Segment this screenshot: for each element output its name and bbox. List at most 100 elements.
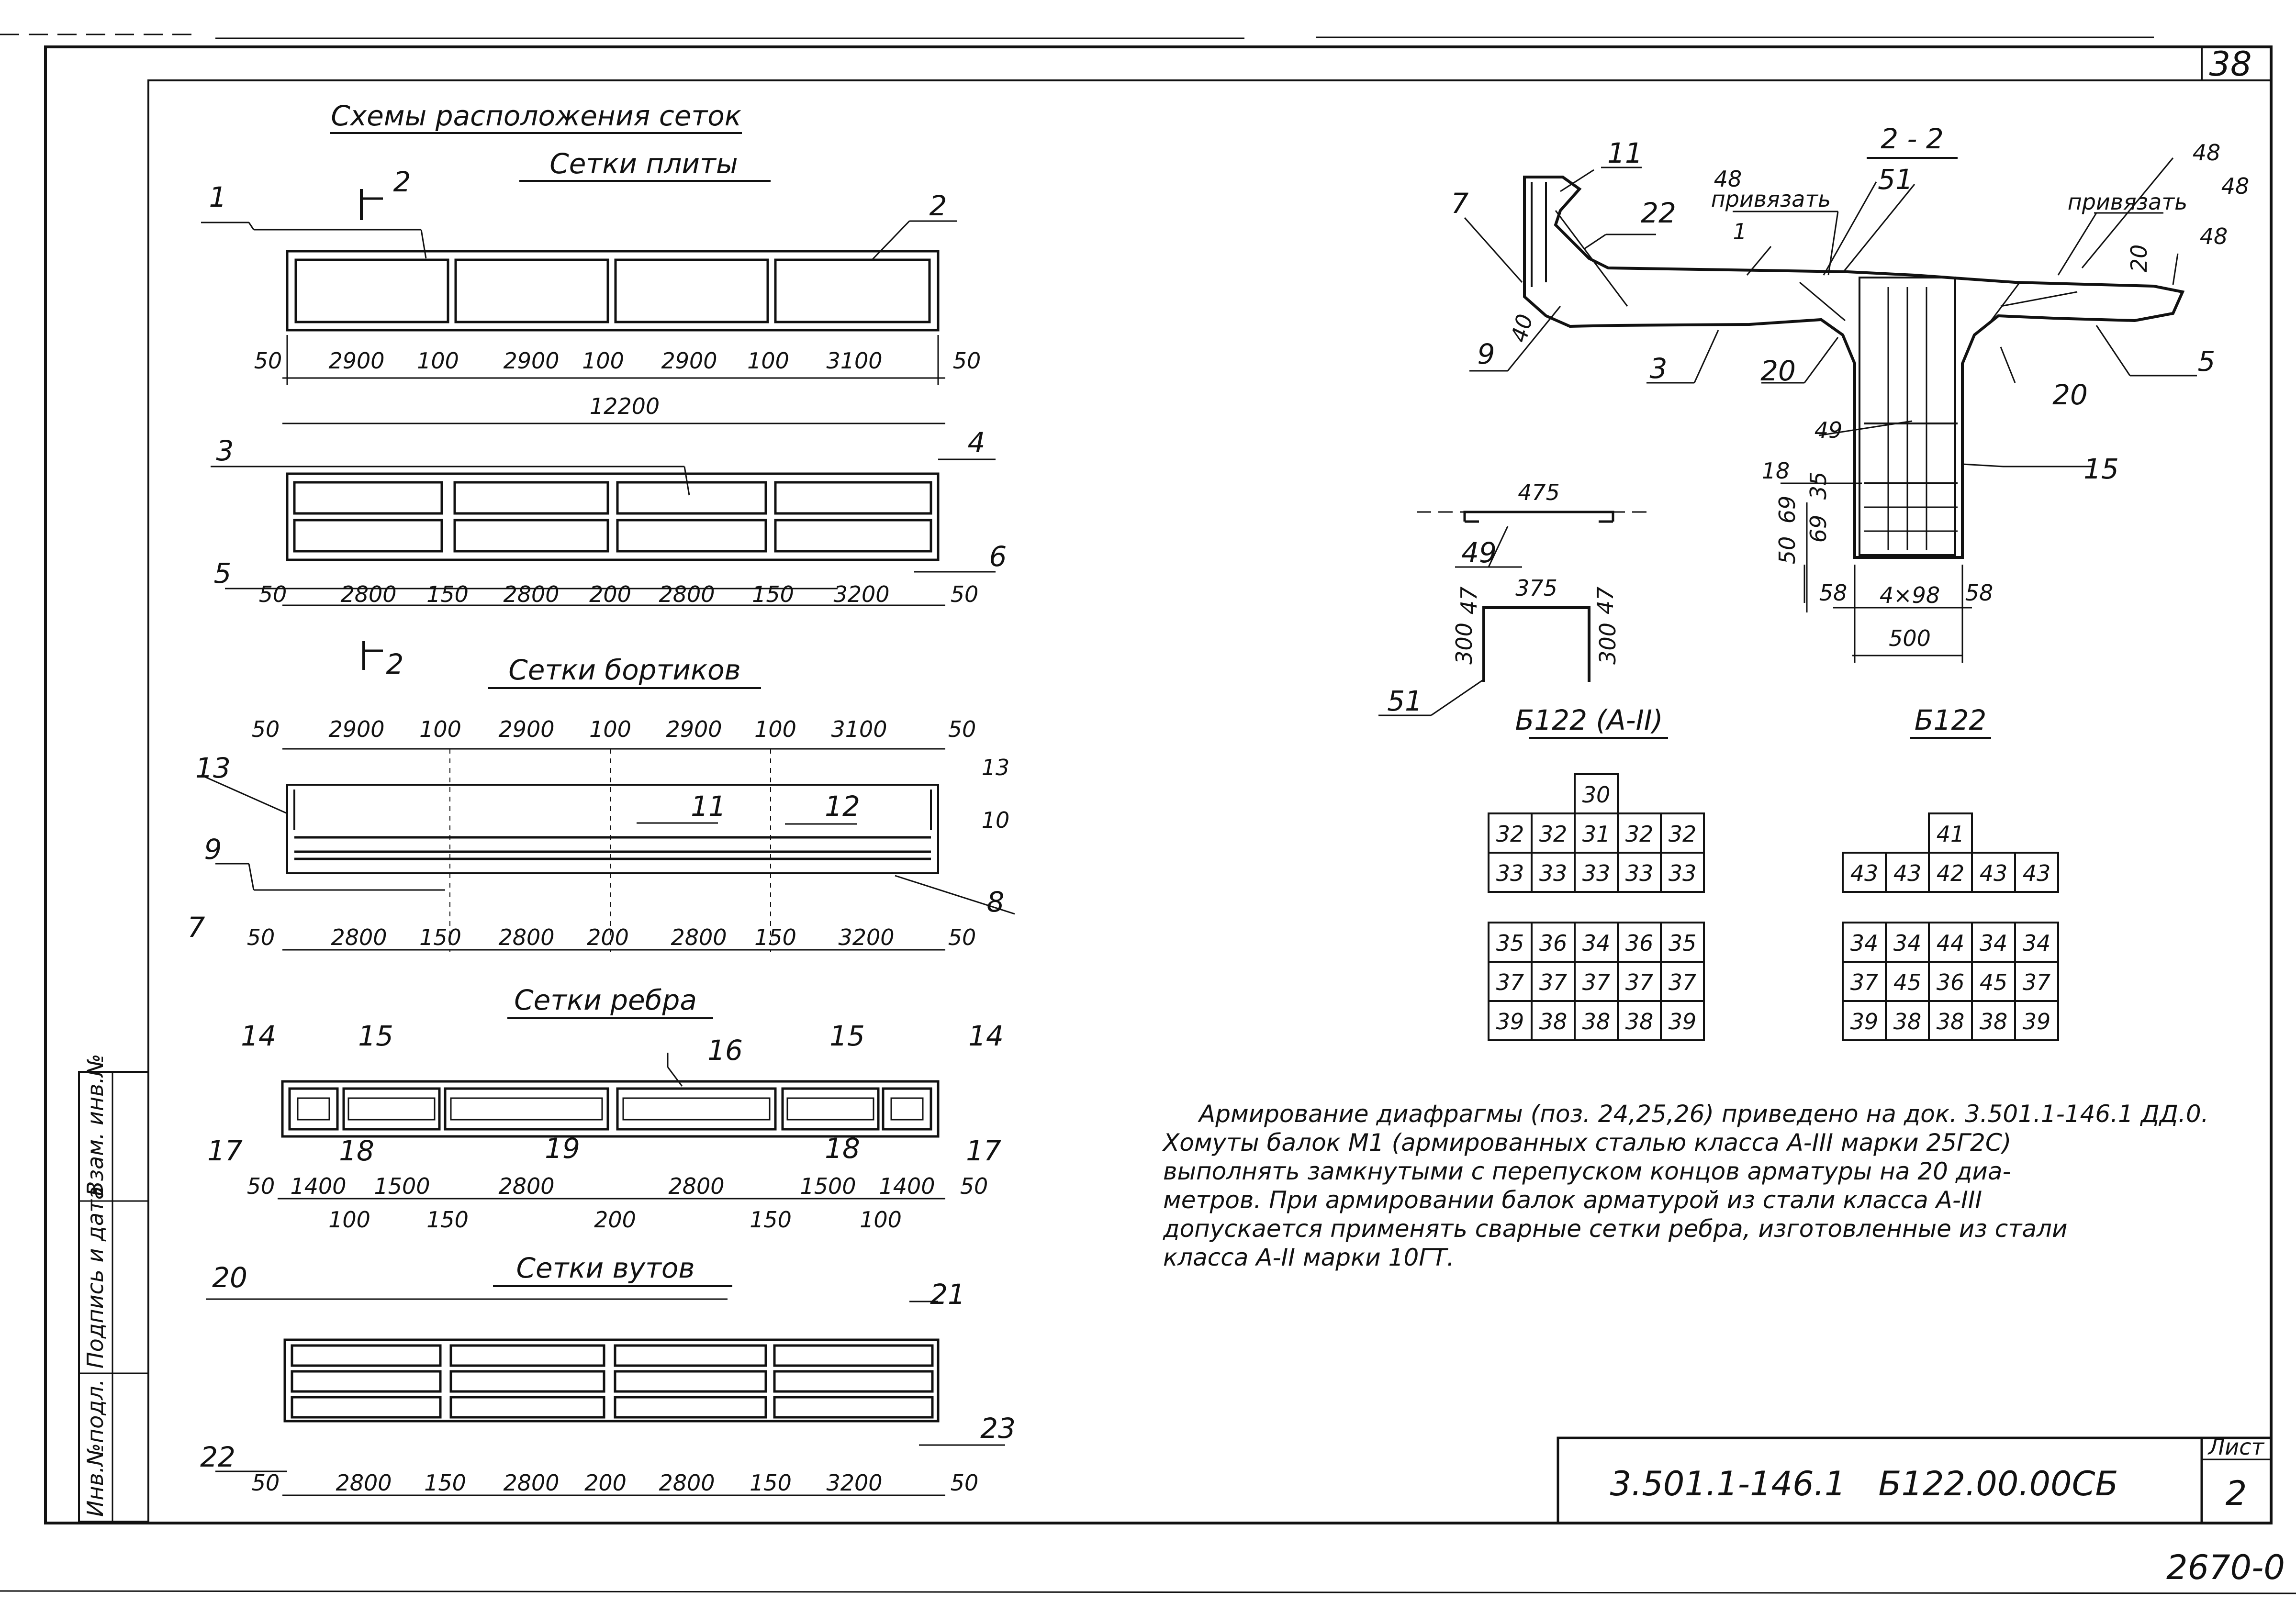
callout-49-section: 49: [1814, 417, 1843, 443]
plate-bottom-dims: 50 2800 150 2800 200 2800 150 3200 50: [259, 581, 979, 607]
bar-51-right-side: 300: [1595, 623, 1621, 665]
table-cell: 32: [1669, 821, 1697, 847]
rib-heading: Сетки ребра: [514, 984, 697, 1016]
callout-16: 16: [707, 1034, 743, 1067]
table-cell: 45: [1893, 969, 1922, 995]
section-outline: [1523, 176, 2185, 559]
callout-10: 10: [982, 807, 1010, 833]
table-cell: 33: [1539, 860, 1568, 886]
dim-label: 2800: [671, 924, 727, 950]
table-cell: 38: [1937, 1009, 1965, 1035]
table-cell: 36: [1625, 930, 1654, 956]
dim-label: 50: [951, 581, 979, 607]
dim-label: 100: [589, 716, 631, 742]
callout-11: 11: [691, 790, 726, 823]
table-cell: 33: [1496, 860, 1524, 886]
table-cell: 37: [2023, 969, 2051, 995]
note-line: Хомуты балок М1 (армированных сталью кла…: [1162, 1129, 2011, 1157]
table-cell: 31: [1582, 821, 1611, 847]
callout-51-section: 51: [1878, 163, 1913, 196]
callout-14-right: 14: [968, 1020, 1004, 1052]
callout-22-haunch: 22: [200, 1441, 235, 1473]
table-cell: 38: [1625, 1009, 1654, 1035]
plate-top-mesh: [201, 189, 957, 332]
callout-20-section-right: 20: [2052, 378, 2088, 411]
section-mark-top: 2: [393, 166, 411, 198]
table-cell: 34: [1850, 930, 1879, 956]
callout-4: 4: [968, 426, 986, 459]
table-cell: 32: [1625, 821, 1654, 847]
table-cell: 34: [1582, 930, 1611, 956]
dim-label: 69: [1774, 496, 1800, 524]
callout-5-section: 5: [2198, 345, 2216, 378]
table-cell: 33: [1669, 860, 1697, 886]
dim-label: 2800: [503, 581, 559, 607]
dim-label: 50: [252, 1470, 280, 1496]
dim-label: 35: [1805, 472, 1831, 500]
sheet-frame: [0, 33, 2296, 1594]
table-cell: 39: [1669, 1009, 1697, 1035]
sheet-number: 38: [2209, 44, 2251, 84]
table-cell-border: [2014, 1000, 2059, 1041]
section-bottom-dims: 58 4×98 58 500: [1819, 580, 1994, 651]
table-right-title: Б122: [1915, 704, 1987, 736]
dim-label: 100: [754, 716, 796, 742]
table-cell: 45: [1980, 969, 2008, 995]
dim-label: 50: [247, 924, 275, 950]
stamp-inv-podl: Инв.№подл.: [82, 1379, 108, 1517]
dim-label: 2800: [498, 924, 554, 950]
plate-bottom-mesh: [211, 458, 996, 670]
dim-label: 150: [419, 924, 461, 950]
callout-48-a: 48: [1714, 166, 1742, 192]
sheet-label: Лист: [2207, 1434, 2265, 1460]
drawing-mark: Б122.00.00СБ: [1878, 1464, 2118, 1503]
dim-label: 2800: [336, 1470, 392, 1496]
dim-label: 100: [860, 1207, 902, 1233]
bar-51-left-top: 47: [1456, 587, 1482, 615]
callout-13-left: 13: [195, 752, 231, 784]
haunch-dims: 50 2800 150 2800 200 2800 150 3200 50: [252, 1470, 979, 1496]
table-cell: 44: [1937, 930, 1965, 956]
dim-20-section: 20: [2126, 245, 2152, 273]
dim-label: 1500: [374, 1173, 430, 1199]
dim-label: 4×98: [1880, 582, 1940, 608]
callout-3: 3: [216, 434, 234, 467]
bar-51-right-top: 47: [1592, 587, 1618, 615]
dim-label: 200: [584, 1470, 627, 1496]
dim-label: 50: [948, 924, 976, 950]
dim-label: 50: [951, 1470, 979, 1496]
callout-2: 2: [930, 189, 947, 222]
callout-11-section: 11: [1607, 137, 1643, 169]
dim-label: 2800: [659, 1470, 715, 1496]
dim-label: 50: [254, 348, 282, 374]
plate-heading: Сетки плиты: [549, 147, 738, 180]
title-block: [1557, 1436, 2273, 1524]
dim-label: 50: [252, 716, 280, 742]
dim-label: 50: [960, 1173, 988, 1199]
table-cell: 37: [1496, 969, 1524, 995]
dim-label: 150: [750, 1470, 792, 1496]
callout-18-section: 18: [1762, 458, 1790, 484]
dim-label: 150: [754, 924, 796, 950]
total-length: 12200: [590, 393, 660, 419]
bar-49-sketch: [1417, 511, 1646, 568]
table-top-cell: 41: [1937, 821, 1965, 847]
table-cell: 38: [1539, 1009, 1568, 1035]
note-line: допускается применять сварные сетки ребр…: [1163, 1215, 2067, 1243]
callout-48-b: 48: [2193, 140, 2221, 166]
dim-label: 50: [1774, 536, 1800, 565]
table-cell-border: [1660, 852, 1705, 893]
dim-label: 3200: [826, 1470, 882, 1496]
dim-label: 69: [1805, 515, 1831, 543]
haunch-mesh: [206, 1298, 1005, 1472]
table-top-cell: 30: [1582, 782, 1611, 808]
dim-label: 100: [328, 1207, 370, 1233]
dim-label: 2800: [331, 924, 387, 950]
callout-13-right: 13: [982, 755, 1010, 780]
callout-1: 1: [209, 181, 227, 213]
table-cell-border: [1660, 1000, 1705, 1041]
callout-17-right: 17: [966, 1135, 1001, 1167]
dim-label: 2900: [328, 348, 384, 374]
